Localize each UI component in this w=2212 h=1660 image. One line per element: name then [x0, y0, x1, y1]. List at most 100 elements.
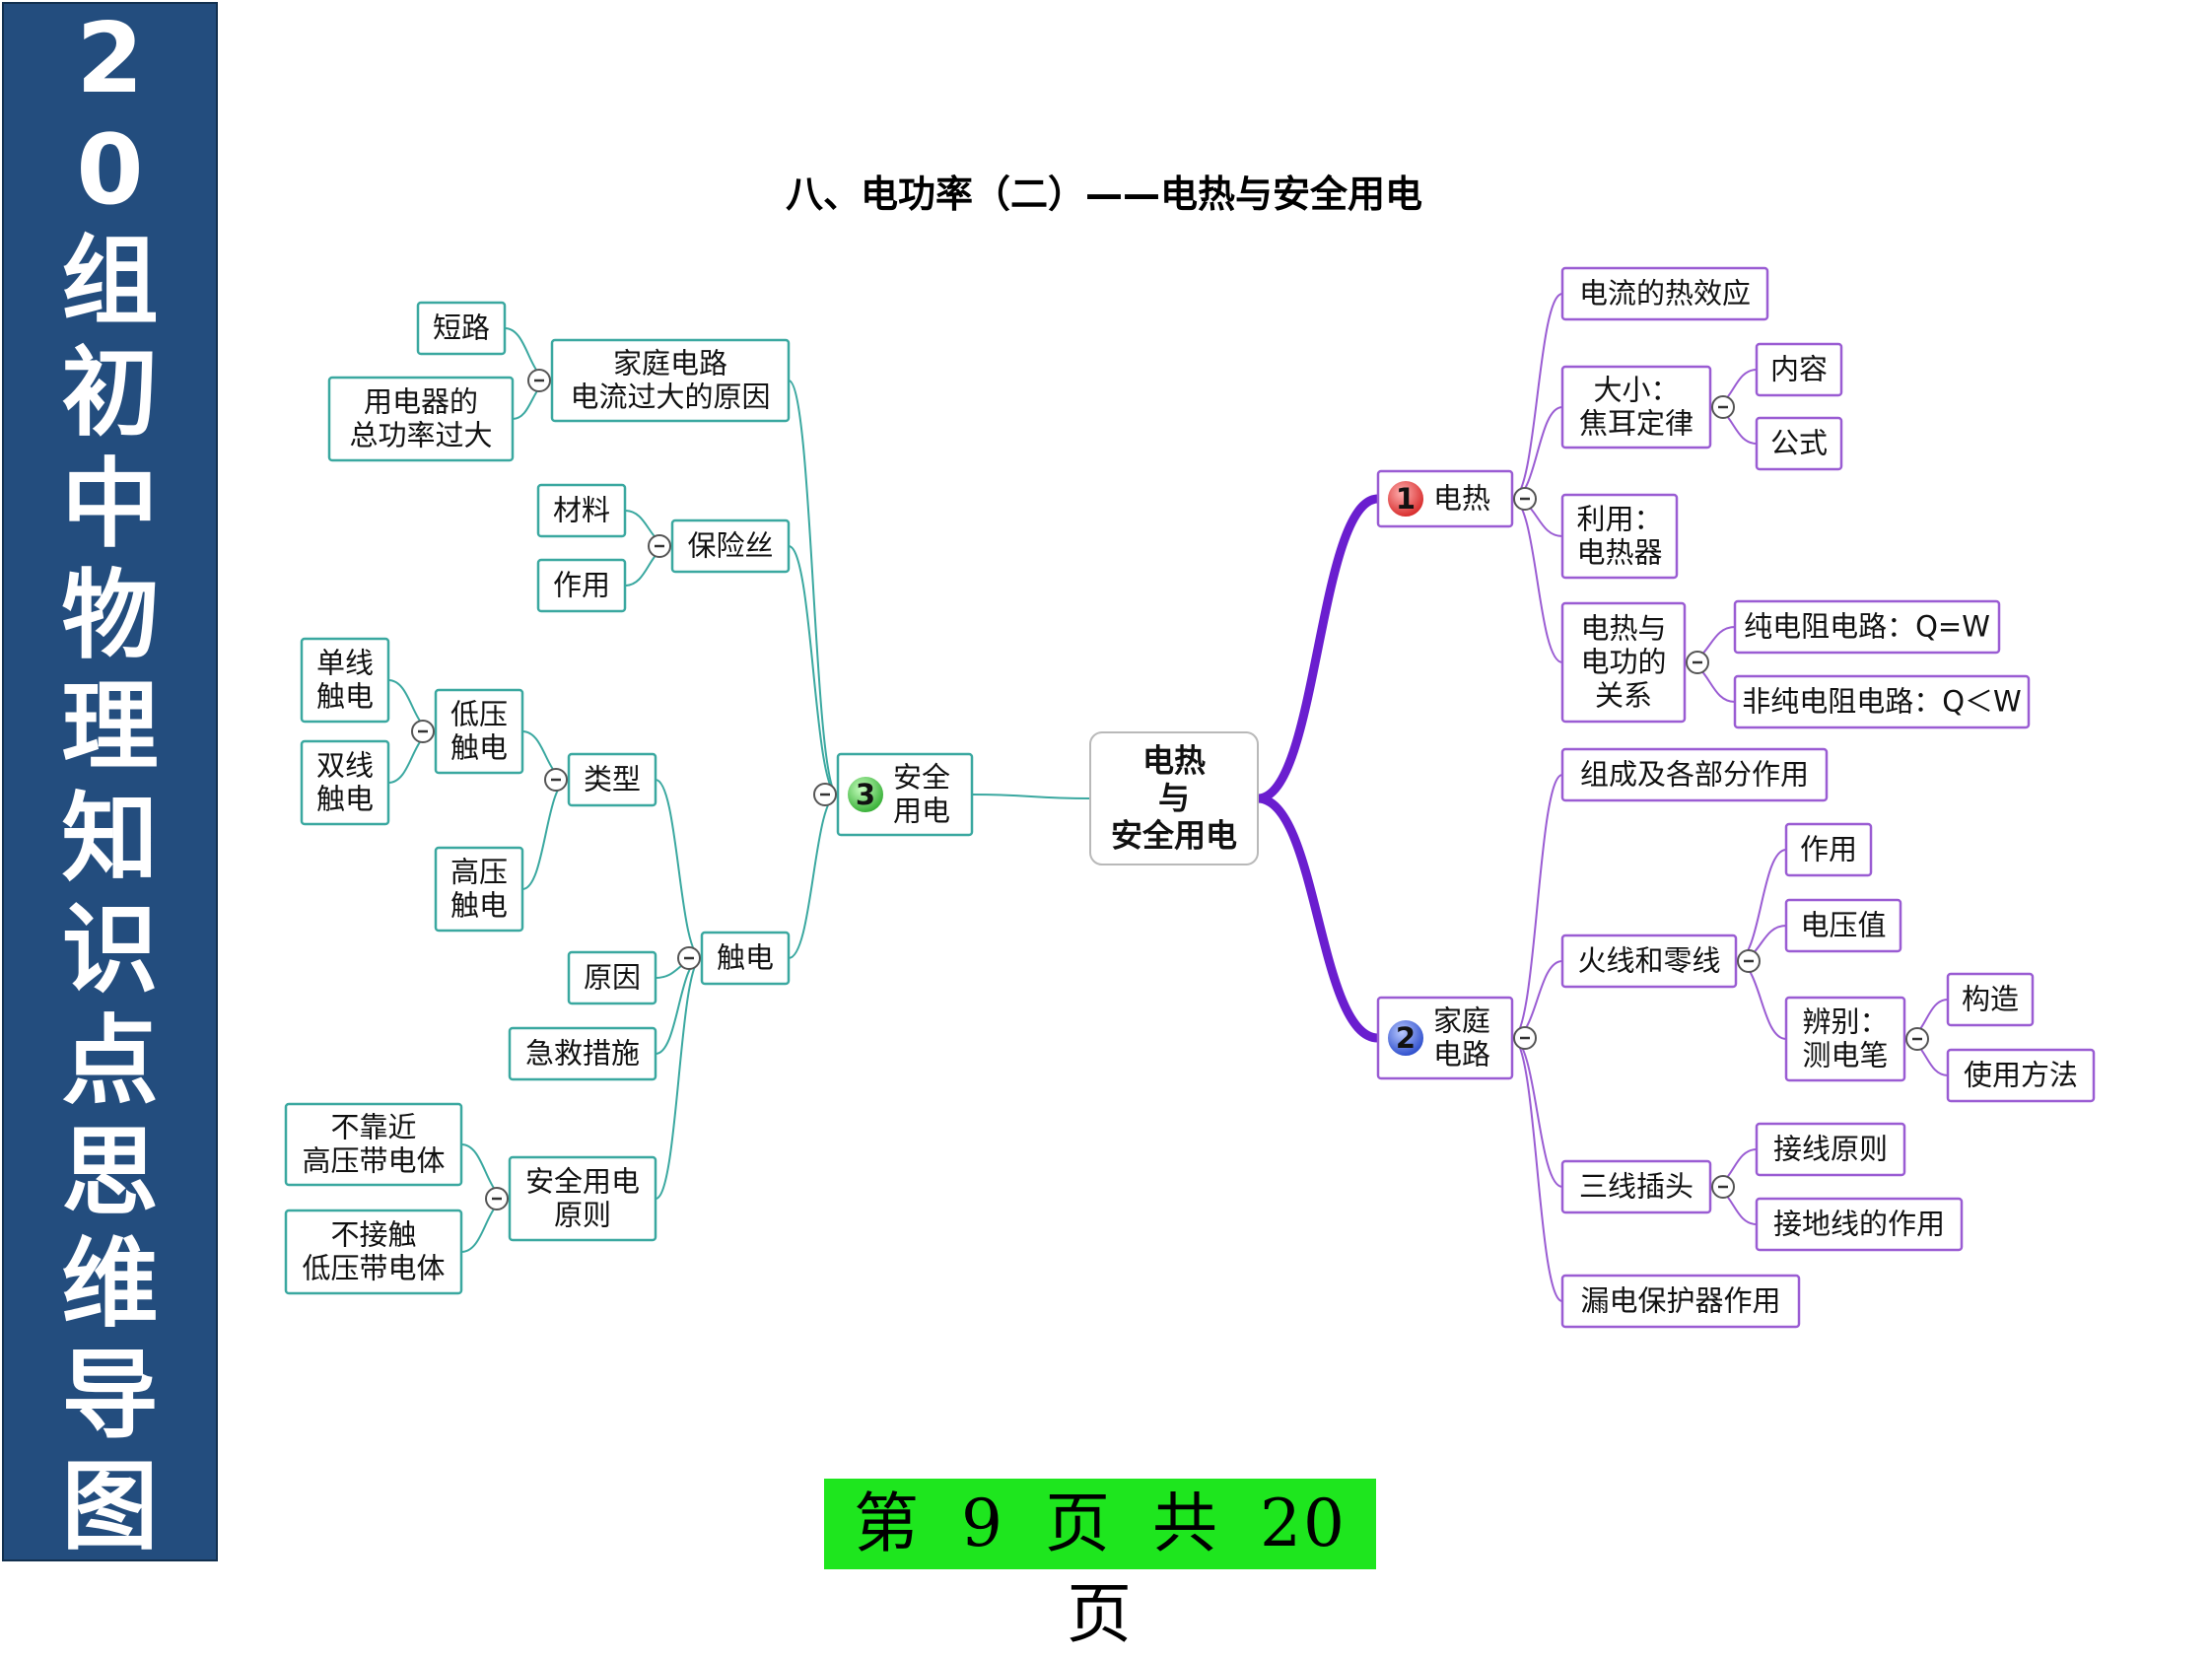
- topic-yqd-label: 用电器的: [364, 385, 478, 419]
- collapse-toggle-icon[interactable]: [1686, 651, 1709, 674]
- topic-dl[interactable]: 短路: [416, 301, 507, 356]
- topic-yy[interactable]: 原因: [567, 950, 657, 1005]
- topic-nr[interactable]: 内容: [1755, 342, 1843, 397]
- sidebar-char: 0: [76, 114, 144, 227]
- collapse-toggle-icon[interactable]: [411, 720, 435, 743]
- topic-dxc-label: 触电: [316, 680, 374, 714]
- collapse-toggle-icon[interactable]: [485, 1187, 509, 1210]
- sidebar-char: 组: [61, 226, 159, 338]
- sidebar-char: 点: [61, 1005, 159, 1118]
- topic-jxyz[interactable]: 接线原则: [1755, 1122, 1906, 1177]
- branch-b3-label: 用电: [893, 795, 950, 828]
- collapse-toggle-icon[interactable]: [648, 534, 671, 558]
- branch-link: [1511, 293, 1563, 500]
- topic-dyz[interactable]: 电压值: [1784, 898, 1902, 953]
- topic-zy2[interactable]: 作用: [1784, 822, 1873, 877]
- central-topic[interactable]: 电热与安全用电: [1089, 731, 1259, 865]
- topic-syff[interactable]: 使用方法: [1946, 1048, 2096, 1103]
- topic-gx-label: 电热与: [1580, 612, 1666, 646]
- topic-zy1-label: 作用: [553, 569, 610, 602]
- collapse-toggle-icon[interactable]: [813, 783, 837, 806]
- topic-zy1[interactable]: 作用: [536, 558, 627, 613]
- topic-cdz-label: 纯电阻电路：Q=W: [1744, 610, 1990, 644]
- topic-jj[interactable]: 急救措施: [508, 1026, 657, 1081]
- collapse-toggle-icon[interactable]: [1513, 1026, 1537, 1050]
- collapse-toggle-icon[interactable]: [527, 369, 551, 392]
- topic-cdz[interactable]: 纯电阻电路：Q=W: [1733, 599, 2001, 655]
- priority-number: 2: [1396, 1021, 1416, 1055]
- topic-ly-label: 利用：: [1576, 503, 1662, 536]
- topic-sxct[interactable]: 三线插头: [1560, 1159, 1712, 1214]
- topic-dx[interactable]: 大小：焦耳定律: [1560, 365, 1712, 450]
- topic-sxct-label: 三线插头: [1579, 1170, 1694, 1204]
- topic-sxc-label: 触电: [316, 783, 374, 816]
- topic-hx[interactable]: 火线和零线: [1560, 934, 1738, 989]
- collapse-toggle-icon[interactable]: [1905, 1027, 1929, 1051]
- topic-fcdz[interactable]: 非纯电阻电路：Q＜W: [1733, 674, 2031, 729]
- topic-bb-label: 辨别：: [1802, 1005, 1888, 1039]
- topic-bb-label: 测电笔: [1802, 1039, 1888, 1072]
- branch-b2-label: 家庭: [1433, 1004, 1490, 1038]
- collapse-toggle-icon[interactable]: [544, 768, 568, 792]
- branch-link: [1511, 1037, 1563, 1302]
- branch-link: [788, 545, 839, 795]
- topic-cd-label: 触电: [717, 941, 774, 975]
- branch-link: [1511, 774, 1563, 1039]
- sidebar-char: 思: [61, 1117, 159, 1229]
- topic-aqyz-label: 原则: [554, 1199, 611, 1232]
- topic-syff-label: 使用方法: [1964, 1059, 2078, 1092]
- topic-jdx[interactable]: 接地线的作用: [1755, 1197, 1964, 1252]
- sidebar-char: 图: [61, 1451, 159, 1563]
- topic-ld[interactable]: 漏电保护器作用: [1560, 1274, 1801, 1329]
- topic-ly[interactable]: 利用：电热器: [1560, 493, 1679, 580]
- collapse-toggle-icon[interactable]: [1737, 949, 1761, 973]
- sidebar-char: 导: [61, 1340, 159, 1452]
- topic-sxc-label: 双线: [316, 749, 374, 783]
- topic-rlxy[interactable]: 电流的热效应: [1560, 266, 1769, 321]
- topic-cl[interactable]: 材料: [536, 483, 627, 538]
- topic-cd[interactable]: 触电: [700, 931, 791, 986]
- branch-b1[interactable]: 电热1: [1376, 469, 1514, 528]
- topic-zy2-label: 作用: [1800, 833, 1857, 866]
- topic-rlxy-label: 电流的热效应: [1579, 277, 1751, 311]
- collapse-toggle-icon[interactable]: [1513, 487, 1537, 511]
- collapse-toggle-icon[interactable]: [1711, 1175, 1735, 1199]
- topic-jj-label: 急救措施: [525, 1037, 640, 1071]
- central-topic-label: 与: [1158, 780, 1190, 817]
- topic-ld-label: 漏电保护器作用: [1580, 1284, 1780, 1318]
- collapse-toggle-icon[interactable]: [1711, 395, 1735, 419]
- branch-link: [655, 957, 703, 1055]
- topic-dl-label: 短路: [433, 311, 490, 345]
- topic-bb[interactable]: 辨别：测电笔: [1784, 996, 1906, 1082]
- branch-link: [1735, 960, 1787, 1040]
- branch-link: [521, 779, 570, 890]
- topic-zc[interactable]: 组成及各部分作用: [1560, 747, 1829, 802]
- topic-gx-label: 电功的: [1580, 646, 1666, 679]
- page-footer: 第 9 页 共 20 页: [824, 1479, 1376, 1652]
- topic-lx[interactable]: 类型: [567, 752, 657, 807]
- topic-dyc-label: 低压: [450, 698, 508, 731]
- sidebar-char: 理: [61, 671, 159, 784]
- topic-gs[interactable]: 公式: [1755, 416, 1843, 471]
- priority-3-icon: 3: [846, 775, 885, 814]
- topic-jtdl-label: 电流过大的原因: [570, 380, 770, 414]
- collapse-toggle-icon[interactable]: [677, 946, 701, 970]
- topic-gz[interactable]: 构造: [1946, 972, 2035, 1027]
- topic-bxs[interactable]: 保险丝: [670, 519, 791, 574]
- main-link: [1253, 494, 1383, 803]
- topic-bjc-label: 不接触: [330, 1218, 416, 1252]
